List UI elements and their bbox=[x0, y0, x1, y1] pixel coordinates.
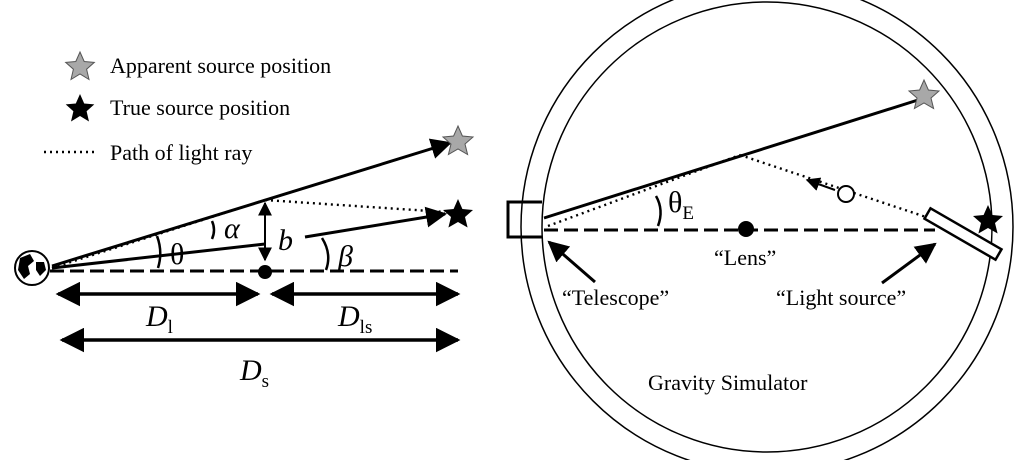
telescope-icon bbox=[506, 200, 542, 239]
simulator-light-path-out bbox=[739, 153, 936, 222]
earth-icon bbox=[14, 250, 50, 286]
theta-E-arc bbox=[654, 195, 662, 227]
light-source-label: “Light source” bbox=[776, 285, 906, 310]
D-s-main: D bbox=[239, 354, 262, 387]
b-label: b bbox=[278, 224, 293, 257]
apparent-star-icon bbox=[64, 50, 96, 81]
light-path-out bbox=[264, 198, 446, 214]
beta-arc bbox=[320, 237, 330, 271]
simulator-outer-ring bbox=[520, 0, 1014, 460]
light-direction-arrow bbox=[805, 177, 836, 191]
light-ball-icon bbox=[837, 185, 855, 203]
D-l-label: Dl bbox=[145, 300, 173, 338]
legend-path-label: Path of light ray bbox=[110, 140, 252, 165]
simulator-lens-icon bbox=[738, 221, 754, 237]
telescope-label: “Telescope” bbox=[562, 285, 669, 310]
theta-E-sub: E bbox=[682, 203, 694, 224]
light-source-callout-arrow bbox=[881, 242, 937, 285]
apparent-ray bbox=[51, 138, 453, 268]
D-l-sub: l bbox=[168, 317, 173, 338]
simulator-true-star-icon bbox=[973, 205, 1003, 234]
legend: Apparent source position True source pos… bbox=[44, 50, 331, 165]
source-offset-ray bbox=[304, 206, 448, 239]
right-diagram: θE “Lens” “Telescope” “Light source” Gra… bbox=[506, 0, 1014, 460]
simulator-title: Gravity Simulator bbox=[648, 370, 808, 395]
D-ls-main: D bbox=[337, 300, 360, 333]
apparent-source-star-icon bbox=[441, 124, 475, 156]
legend-apparent-label: Apparent source position bbox=[110, 53, 331, 78]
legend-true-label: True source position bbox=[110, 95, 290, 120]
true-star-icon bbox=[65, 94, 95, 122]
theta-E-label: θE bbox=[668, 186, 694, 224]
theta-arc bbox=[155, 235, 162, 269]
simulator-apparent-ray bbox=[543, 98, 919, 220]
D-s-label: Ds bbox=[239, 354, 269, 392]
lens-label: “Lens” bbox=[714, 245, 776, 270]
D-ls-sub: ls bbox=[360, 317, 373, 338]
left-diagram: θ α b β Dl Dls Ds bbox=[14, 124, 475, 392]
light-path-in bbox=[51, 198, 266, 270]
true-source-star-icon bbox=[443, 199, 473, 228]
lens-mass-icon bbox=[258, 265, 272, 279]
beta-label: β bbox=[337, 240, 353, 273]
light-source-icon bbox=[922, 206, 1004, 262]
theta-label: θ bbox=[170, 238, 184, 271]
theta-E-main: θ bbox=[668, 186, 682, 219]
true-direction-ray bbox=[51, 242, 266, 270]
alpha-label: α bbox=[224, 212, 241, 245]
simulator-apparent-star-icon bbox=[907, 78, 941, 110]
D-l-main: D bbox=[145, 300, 168, 333]
D-ls-label: Dls bbox=[337, 300, 372, 338]
simulator-light-path-in bbox=[547, 153, 741, 228]
alpha-arc bbox=[210, 220, 216, 240]
telescope-callout-arrow bbox=[547, 240, 596, 284]
D-s-sub: s bbox=[262, 371, 269, 392]
